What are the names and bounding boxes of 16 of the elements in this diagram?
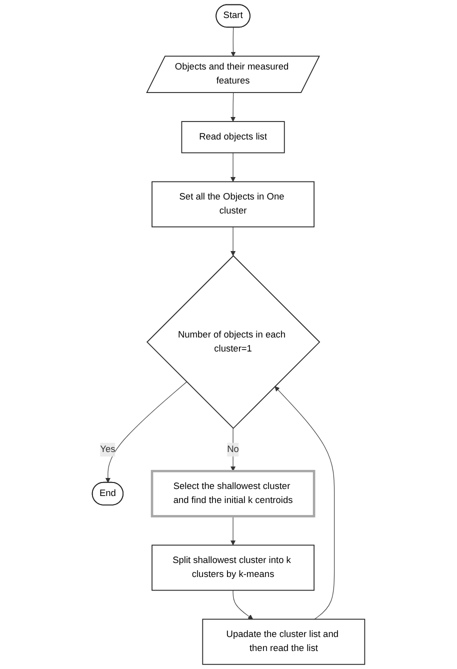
arrow [230,27,236,57]
arrow [232,590,254,620]
node-box: Read objects list [181,121,285,154]
arrow [230,152,236,182]
node-box: Split shallowest cluster into k clusters by k-means [152,544,314,591]
edge-label: Yes [100,444,116,454]
node-diamond: Number of objects in each cluster=1 [146,255,320,429]
arrow [230,92,236,122]
arrow [230,516,236,546]
arrow [105,382,187,483]
arrow [230,226,236,256]
arrow [274,386,335,620]
node-box: Select the shallowest cluster and find the initial k centroids [150,470,316,518]
node-box: Set all the Objects in One cluster [152,181,314,228]
edge-label: No [227,444,239,454]
node-box: Upadate the cluster list and then read the list [202,618,366,665]
